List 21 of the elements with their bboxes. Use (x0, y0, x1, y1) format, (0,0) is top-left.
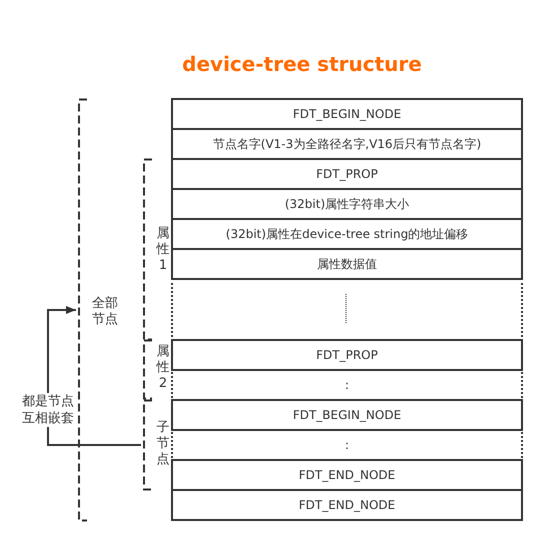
field-row: (32bit)属性字符串大小 (171, 188, 523, 220)
field-row: FDT_BEGIN_NODE (171, 399, 523, 431)
field-row: FDT_BEGIN_NODE (171, 98, 523, 130)
field-row: FDT_END_NODE (171, 489, 523, 521)
bracket-label: 属性2 (155, 344, 170, 392)
field-row: (32bit)属性在device-tree string的地址偏移 (171, 218, 523, 250)
bracket-label: 全部节点 (91, 296, 119, 328)
edge-label: 都是节点互相嵌套 (20, 393, 76, 427)
field-row: 属性数据值 (171, 248, 523, 280)
bracket-label: 子节点 (156, 420, 170, 468)
field-row: : (171, 369, 523, 401)
bracket-label: 属性1 (155, 226, 170, 274)
field-row: 节点名字(V1-3为全路径名字,V16后只有节点名字) (171, 128, 523, 160)
dashed-bracket (141, 339, 172, 400)
title: device-tree structure (181, 52, 423, 76)
dashed-bracket (141, 399, 172, 491)
field-row: FDT_END_NODE (171, 459, 523, 491)
field-row: : (171, 429, 523, 461)
field-row: FDT_PROP (171, 339, 523, 371)
dashed-bracket (141, 158, 172, 341)
field-row: FDT_PROP (171, 158, 523, 190)
